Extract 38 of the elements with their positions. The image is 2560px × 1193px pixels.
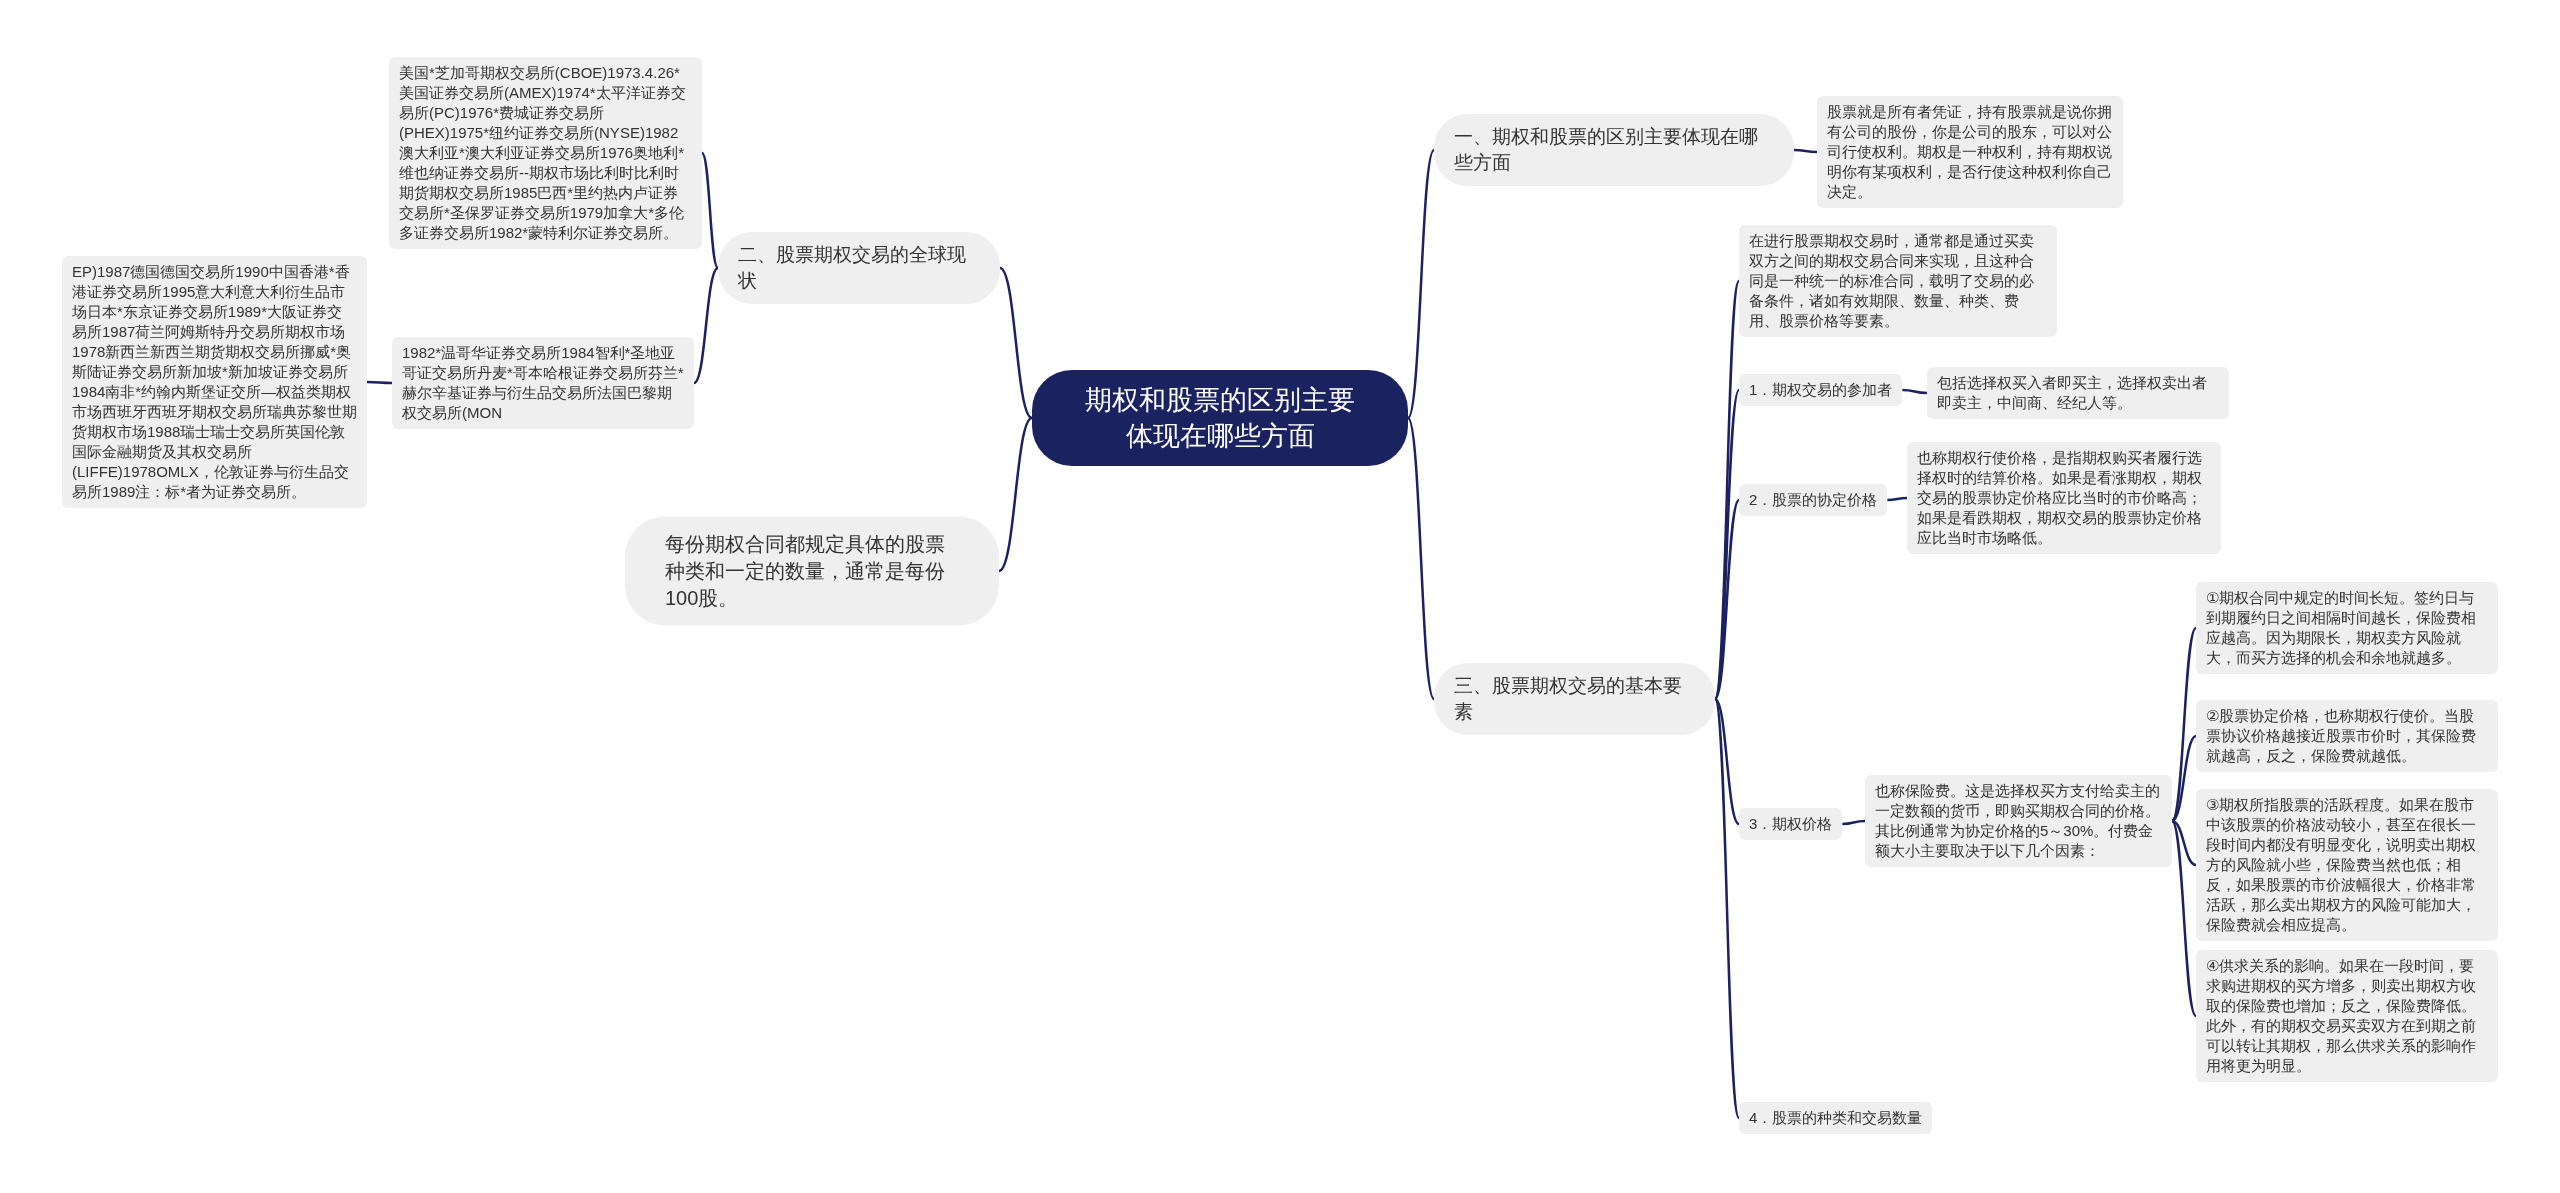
connector-line bbox=[1406, 149, 1436, 419]
connector-line bbox=[998, 417, 1033, 572]
note-box: ④供求关系的影响。如果在一段时间，要求购进期权的买方增多，则卖出期权方收取的保险费也增加；反之，保险费降低。此外，有的期权交易买卖双方在到期之前可以转让其期权，那么供求关系的影响作用将更为明显。 bbox=[2196, 950, 2498, 1082]
topic-pill: 三、股票期权交易的基本要素 bbox=[1434, 663, 1715, 735]
note-box: EP)1987德国德国交易所1990中国香港*香港证券交易所1995意大利意大利衍生品市场日本*东京证券交易所1989*大阪证券交易所1987荷兰阿姆斯特丹交易所期权市场1978新西兰新西兰期货期权交易所挪威*奥斯陆证券交易所新加坡*新加坡证券交易所1984南非*约翰内斯堡证交所—权益类期权市场西班牙西班牙期权交易所瑞典苏黎世期货期权市场1988瑞士瑞士交易所英国伦敦国际金融期货及其权交易所(LIFFE)1978OMLX，伦敦证券与衍生品交易所1989注：标*者为证券交易所。 bbox=[62, 256, 367, 508]
subtopic-label: 2．股票的协定价格 bbox=[1739, 484, 1888, 516]
subtopic-label: 1．期权交易的参加者 bbox=[1739, 374, 1903, 406]
note-box: ②股票协定价格，也称期权行使价。当股票协议价格越接近股票市价时，其保险费就越高，反之，保险费就越低。 bbox=[2196, 700, 2498, 772]
connector-line bbox=[367, 380, 392, 385]
connector-line bbox=[1406, 417, 1436, 700]
note-box: ①期权合同中规定的时间长短。签约日与到期履约日之间相隔时间越长，保险费相应越高。因为期限长，期权卖方风险就大，而买方选择的机会和余地就越多。 bbox=[2196, 582, 2498, 674]
connector-line bbox=[2171, 627, 2197, 822]
connector-line bbox=[693, 267, 719, 384]
note-box: 也称保险费。这是选择权买方支付给卖主的一定数额的货币，即购买期权合同的价格。其比例通常为协定价格的5～30%。付费金额大小主要取决于以下几个因素： bbox=[1865, 775, 2172, 867]
subtopic-label: 3．期权价格 bbox=[1739, 808, 1843, 840]
connector-line bbox=[1887, 496, 1908, 502]
connector-line bbox=[1902, 388, 1928, 395]
connector-line bbox=[701, 152, 719, 269]
connector-line bbox=[1842, 819, 1866, 826]
connector-line bbox=[1793, 148, 1818, 154]
connector-line bbox=[2171, 819, 2197, 867]
note-box: 包括选择权买入者即买主，选择权卖出者即卖主，中间商、经纪人等。 bbox=[1927, 367, 2229, 419]
connector-line bbox=[1713, 698, 1741, 1119]
note-box: 股票就是所有者凭证，持有股票就是说你拥有公司的股份，你是公司的股东，可以对公司行使权利。期权是一种权利，持有期权说明你有某项权利，是否行使这种权利你自己决定。 bbox=[1817, 96, 2123, 208]
note-box: 在进行股票期权交易时，通常都是通过买卖双方之间的期权交易合同来实现，且这种合同是一种统一的标准合同，载明了交易的必备条件，诸如有效期限、数量、种类、费用、股票价格等要素。 bbox=[1739, 225, 2057, 337]
topic-pill: 二、股票期权交易的全球现状 bbox=[718, 232, 1000, 304]
connector-line bbox=[1714, 698, 1740, 825]
topic-pill: 每份期权合同都规定具体的股票种类和一定的数量，通常是每份100股。 bbox=[625, 516, 999, 626]
subtopic-label: 4．股票的种类和交易数量 bbox=[1739, 1102, 1933, 1134]
connector-line bbox=[2171, 734, 2197, 823]
central-topic: 期权和股票的区别主要体现在哪些方面 bbox=[1032, 370, 1408, 466]
note-box: 1982*温哥华证券交易所1984智利*圣地亚哥证交易所丹麦*哥本哈根证券交易所芬兰*赫尔辛基证券与衍生品交易所法国巴黎期权交易所(MON bbox=[392, 337, 694, 429]
note-box: 美国*芝加哥期权交易所(CBOE)1973.4.26*美国证券交易所(AMEX)1974*太平洋证券交易所(PC)1976*费城证券交易所(PHEX)1975*纽约证券交易所(NYSE)1982澳大利亚*澳大利亚证券交易所1976奥地利*维也纳证券交易所--期权市场比利时比利时期货期权交易所1985巴西*里约热内卢证券交易所*圣保罗证券交易所1979加拿大*多伦多证券交易所1982*蒙特利尔证券交易所。 bbox=[389, 57, 702, 249]
note-box: ③期权所指股票的活跃程度。如果在股市中该股票的价格波动较小，甚至在很长一段时间内都没有明显变化，说明卖出期权方的风险就小些，保险费当然也低；相反，如果股票的市价波幅很大，价格非常活跃，那么卖出期权方的风险可能加大，保险费就会相应提高。 bbox=[2196, 789, 2498, 941]
connector-line bbox=[999, 267, 1033, 419]
topic-pill: 一、期权和股票的区别主要体现在哪些方面 bbox=[1434, 114, 1794, 186]
note-box: 也称期权行使价格，是指期权购买者履行选择权时的结算价格。如果是看涨期权，期权交易的股票协定价格应比当时的市价略高；如果是看跌期权，期权交易的股票协定价格应比当时市场略低。 bbox=[1907, 442, 2221, 554]
connector-line bbox=[2171, 820, 2197, 1017]
